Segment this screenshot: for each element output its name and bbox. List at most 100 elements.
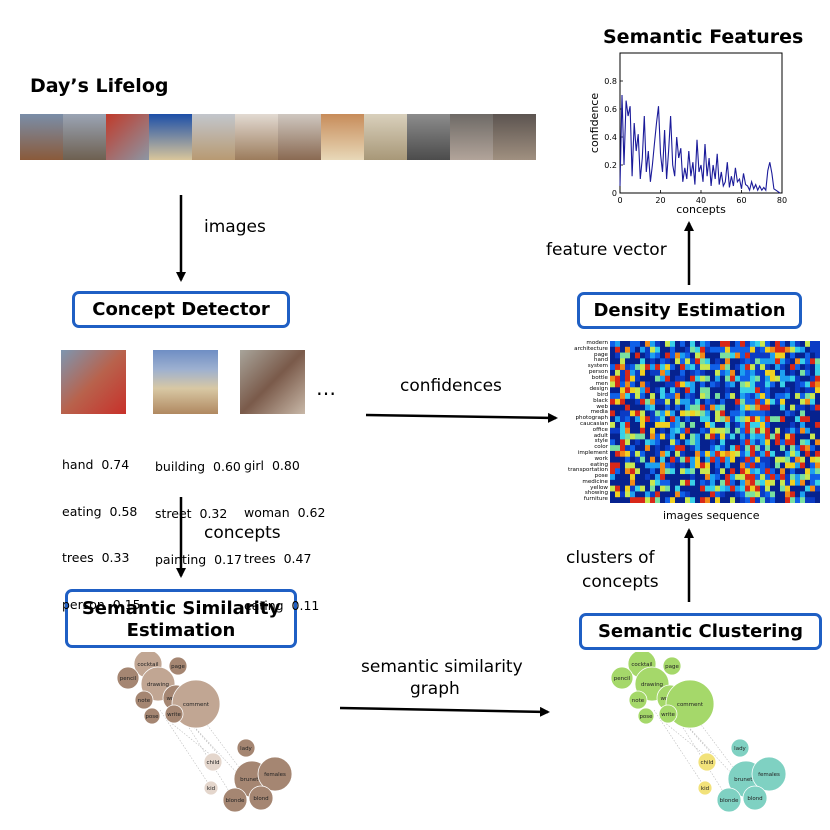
heatmap-cell	[645, 433, 651, 440]
heatmap-cell	[720, 352, 726, 359]
heatmap-cell	[640, 369, 646, 377]
heatmap-cell	[750, 404, 756, 411]
heatmap-cell	[755, 352, 761, 359]
heatmap-cell	[645, 491, 651, 498]
heatmap-cell	[700, 352, 706, 359]
heatmap-cell	[620, 381, 626, 388]
heatmap-cell	[730, 346, 736, 353]
heatmap-cell	[655, 485, 661, 492]
heatmap-cell	[815, 364, 820, 371]
heatmap-cell	[710, 491, 716, 498]
heatmap-cell	[700, 375, 706, 382]
heatmap-cell	[735, 462, 741, 469]
heatmap-cell	[700, 369, 706, 377]
heatmap-cell	[660, 427, 666, 434]
heatmap-cell	[635, 364, 641, 371]
heatmap-cell	[615, 416, 621, 423]
heatmap-row-label: eating	[590, 461, 608, 468]
heatmap-cell	[805, 497, 811, 503]
heatmap-cell	[705, 381, 711, 388]
heatmap-cell	[690, 450, 696, 458]
graph-edge	[177, 709, 233, 797]
heatmap-cell	[660, 387, 666, 394]
heatmap-cell	[645, 398, 651, 405]
heatmap-cell	[620, 375, 626, 382]
heatmap-cell	[685, 393, 691, 400]
graph-node	[222, 787, 248, 812]
label-concepts: concepts	[204, 523, 281, 543]
heatmap-cell	[785, 387, 791, 394]
heatmap-cell	[780, 381, 786, 388]
heatmap-cell	[800, 445, 806, 452]
heatmap-cell	[795, 491, 801, 498]
heatmap-cell	[650, 375, 656, 382]
heatmap-cell	[800, 346, 806, 353]
heatmap	[610, 341, 820, 503]
heatmap-cell	[690, 479, 696, 486]
heatmap-cell	[710, 404, 716, 411]
heatmap-cell	[740, 433, 746, 440]
heatmap-cell	[815, 358, 820, 365]
heatmap-row-label: page	[594, 351, 608, 358]
heatmap-cell	[730, 462, 736, 469]
heatmap-cell	[705, 479, 711, 486]
heatmap-cell	[760, 422, 766, 429]
heatmap-cell	[720, 358, 726, 365]
heatmap-cell	[710, 381, 716, 388]
heatmap-cell	[620, 462, 626, 469]
heatmap-cell	[740, 393, 746, 400]
heatmap-cell	[805, 381, 811, 388]
heatmap-cell	[815, 468, 820, 475]
heatmap-cell	[695, 398, 701, 405]
heatmap-cell	[700, 485, 706, 492]
heatmap-cell	[670, 474, 676, 481]
heatmap-cell	[770, 462, 776, 469]
heatmap-cell	[660, 398, 666, 405]
heatmap-cell	[710, 433, 716, 440]
heatmap-cell	[715, 341, 721, 348]
heatmap-cell	[725, 456, 731, 463]
heatmap-cell	[800, 479, 806, 486]
heatmap-cell	[705, 468, 711, 475]
heatmap-cell	[705, 462, 711, 469]
heatmap-cell	[730, 404, 736, 411]
heatmap-cell	[690, 381, 696, 388]
lifelog-image-strip	[20, 114, 536, 160]
heatmap-cell	[630, 358, 636, 365]
graph-node	[716, 787, 742, 812]
heatmap-cell	[630, 346, 636, 353]
heatmap-cell	[645, 462, 651, 469]
heatmap-cell	[675, 456, 681, 463]
heatmap-cell	[630, 404, 636, 411]
heatmap-cell	[730, 491, 736, 498]
heatmap-cell	[765, 375, 771, 382]
graph-node-label: pencil	[120, 676, 137, 682]
heatmap-cell	[685, 404, 691, 411]
heatmap-cell	[800, 375, 806, 382]
heatmap-row-label: hand	[593, 357, 608, 364]
heatmap-cell	[615, 387, 621, 394]
detection-item: building 0.60	[155, 459, 241, 474]
heatmap-cell	[680, 416, 686, 423]
heatmap-cell	[775, 422, 781, 429]
heatmap-cell	[705, 364, 711, 371]
heatmap-cell	[695, 445, 701, 452]
heatmap-cell	[640, 398, 646, 405]
arrow-similarity-graph	[339, 706, 550, 717]
heatmap-cell	[680, 393, 686, 400]
heatmap-cell	[615, 375, 621, 382]
heatmap-cell	[715, 445, 721, 452]
heatmap-cell	[735, 416, 741, 423]
heatmap-cell	[625, 485, 631, 492]
heatmap-cell	[610, 352, 616, 359]
heatmap-cell	[800, 474, 806, 481]
heatmap-cell	[690, 398, 696, 405]
heatmap-cell	[630, 410, 636, 417]
heatmap-cell	[770, 433, 776, 440]
heatmap-cell	[750, 474, 756, 481]
heatmap-cell	[745, 381, 751, 388]
heatmap-row-label: caucasian	[580, 421, 608, 427]
heatmap-cell	[725, 450, 731, 458]
heatmap-cell	[810, 445, 816, 452]
heatmap-cell	[765, 398, 771, 405]
